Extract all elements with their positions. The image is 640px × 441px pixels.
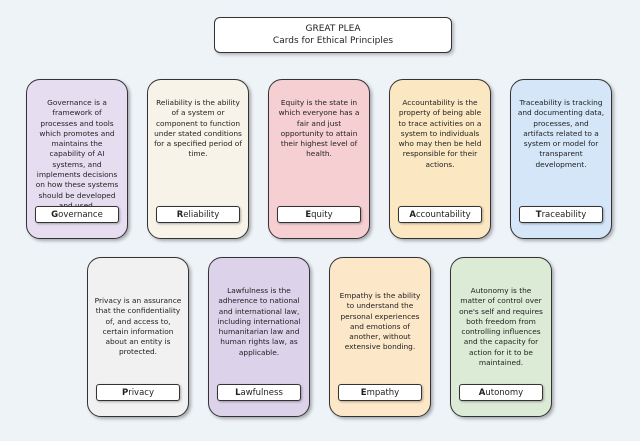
card-equity: Equity is the state in which everyone ha… [268, 79, 370, 239]
card-label-lawfulness: Lawfulness [217, 384, 301, 401]
card-label-empathy: Empathy [338, 384, 422, 401]
card-description: Governance is a framework of processes a… [35, 98, 119, 210]
card-label-reliability: Reliability [156, 206, 240, 223]
title-box: GREAT PLEA Cards for Ethical Principles [214, 17, 452, 53]
card-description: Autonomy is the matter of control over o… [459, 286, 543, 368]
card-label-privacy: Privacy [96, 384, 180, 401]
card-reliability: Reliability is the ability of a system o… [147, 79, 249, 239]
card-accountability: Accountability is the property of being … [389, 79, 491, 239]
card-empathy: Empathy is the ability to understand the… [329, 257, 431, 417]
page-subtitle: Cards for Ethical Principles [272, 36, 394, 46]
card-description: Equity is the state in which everyone ha… [278, 98, 360, 159]
card-label-autonomy: Autonomy [459, 384, 543, 401]
card-description: Lawfulness is the adherence to national … [217, 286, 301, 357]
card-description: Reliability is the ability of a system o… [154, 98, 242, 159]
card-description: Accountability is the property of being … [398, 98, 482, 169]
card-label-equity: Equity [277, 206, 361, 223]
card-traceability: Traceability is tracking and documenting… [510, 79, 612, 239]
card-lawfulness: Lawfulness is the adherence to national … [208, 257, 310, 417]
card-autonomy: Autonomy is the matter of control over o… [450, 257, 552, 417]
card-description: Empathy is the ability to understand the… [339, 291, 421, 352]
page-title: GREAT PLEA [305, 24, 361, 34]
card-governance: Governance is a framework of processes a… [26, 79, 128, 239]
card-privacy: Privacy is an assurance that the confide… [87, 257, 189, 417]
card-label-accountability: Accountability [398, 206, 482, 223]
card-description: Privacy is an assurance that the confide… [94, 296, 182, 357]
card-description: Traceability is tracking and documenting… [517, 98, 605, 169]
card-label-governance: Governance [35, 206, 119, 223]
card-label-traceability: Traceability [519, 206, 603, 223]
